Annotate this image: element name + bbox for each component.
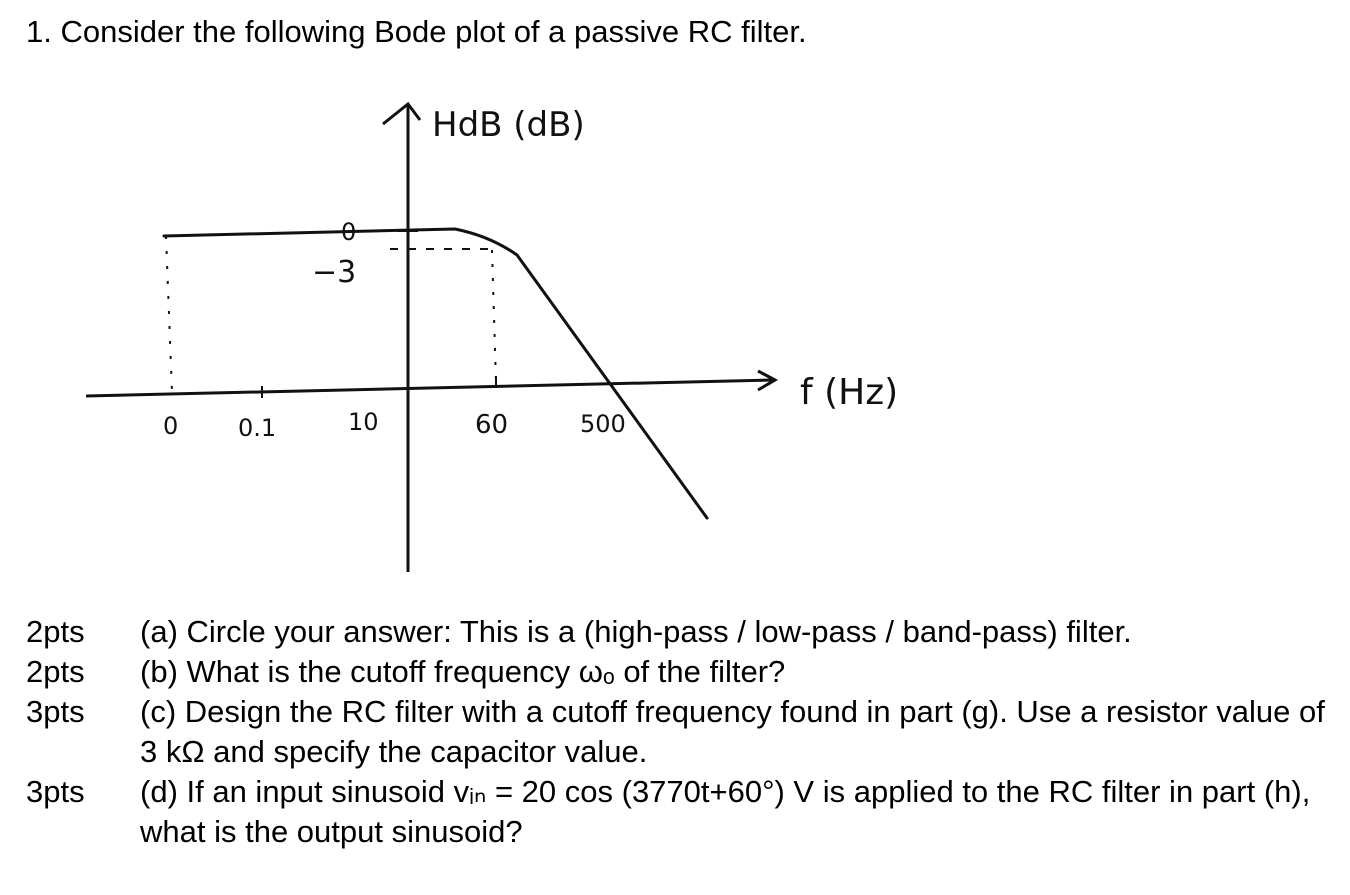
question-text: (b) What is the cutoff frequency ωₒ of t… — [140, 654, 786, 689]
x-axis-label: f (Hz) — [800, 372, 898, 413]
x-axis-arrow — [757, 369, 779, 392]
y-axis-label: HdB (dB) — [432, 105, 585, 145]
question-b: 2pts (b) What is the cutoff frequency ωₒ… — [26, 652, 1350, 692]
question-text: (d) If an input sinusoid vᵢₙ = 20 cos (3… — [140, 774, 1311, 849]
question-text: (c) Design the RC filter with a cutoff f… — [140, 694, 1325, 769]
question-d: 3pts (d) If an input sinusoid vᵢₙ = 20 c… — [26, 772, 1350, 852]
question-a: 2pts (a) Circle your answer: This is a (… — [26, 612, 1350, 652]
x-axis — [85, 378, 773, 398]
question-points: 3pts — [26, 774, 85, 809]
magnitude-response-curve — [162, 227, 709, 520]
guide-line-cutoff — [491, 249, 497, 383]
x-tick-label-500: 500 — [580, 410, 626, 438]
x-tick-label-10: 10 — [348, 408, 379, 436]
question-points: 3pts — [26, 694, 85, 729]
question-points: 2pts — [26, 614, 85, 649]
question-c: 3pts (c) Design the RC filter with a cut… — [26, 692, 1350, 772]
problem-title: 1. Consider the following Bode plot of a… — [26, 14, 807, 49]
question-text: (a) Circle your answer: This is a (high-… — [140, 614, 1132, 649]
question-list: 2pts (a) Circle your answer: This is a (… — [26, 612, 1350, 852]
y-axis-arrow — [382, 101, 422, 126]
y-tick-label-minus3: −3 — [312, 255, 356, 290]
guide-line-low — [165, 235, 173, 393]
x-tick-label-0: 0 — [163, 412, 178, 440]
x-tick-label-60: 60 — [475, 410, 508, 440]
x-tick-label-0.1: 0.1 — [238, 414, 276, 442]
bode-plot: HdB (dB) f (Hz) 0 −3 0 0.1 10 60 500 — [85, 101, 898, 572]
y-tick-label-0: 0 — [341, 218, 356, 246]
question-points: 2pts — [26, 654, 85, 689]
